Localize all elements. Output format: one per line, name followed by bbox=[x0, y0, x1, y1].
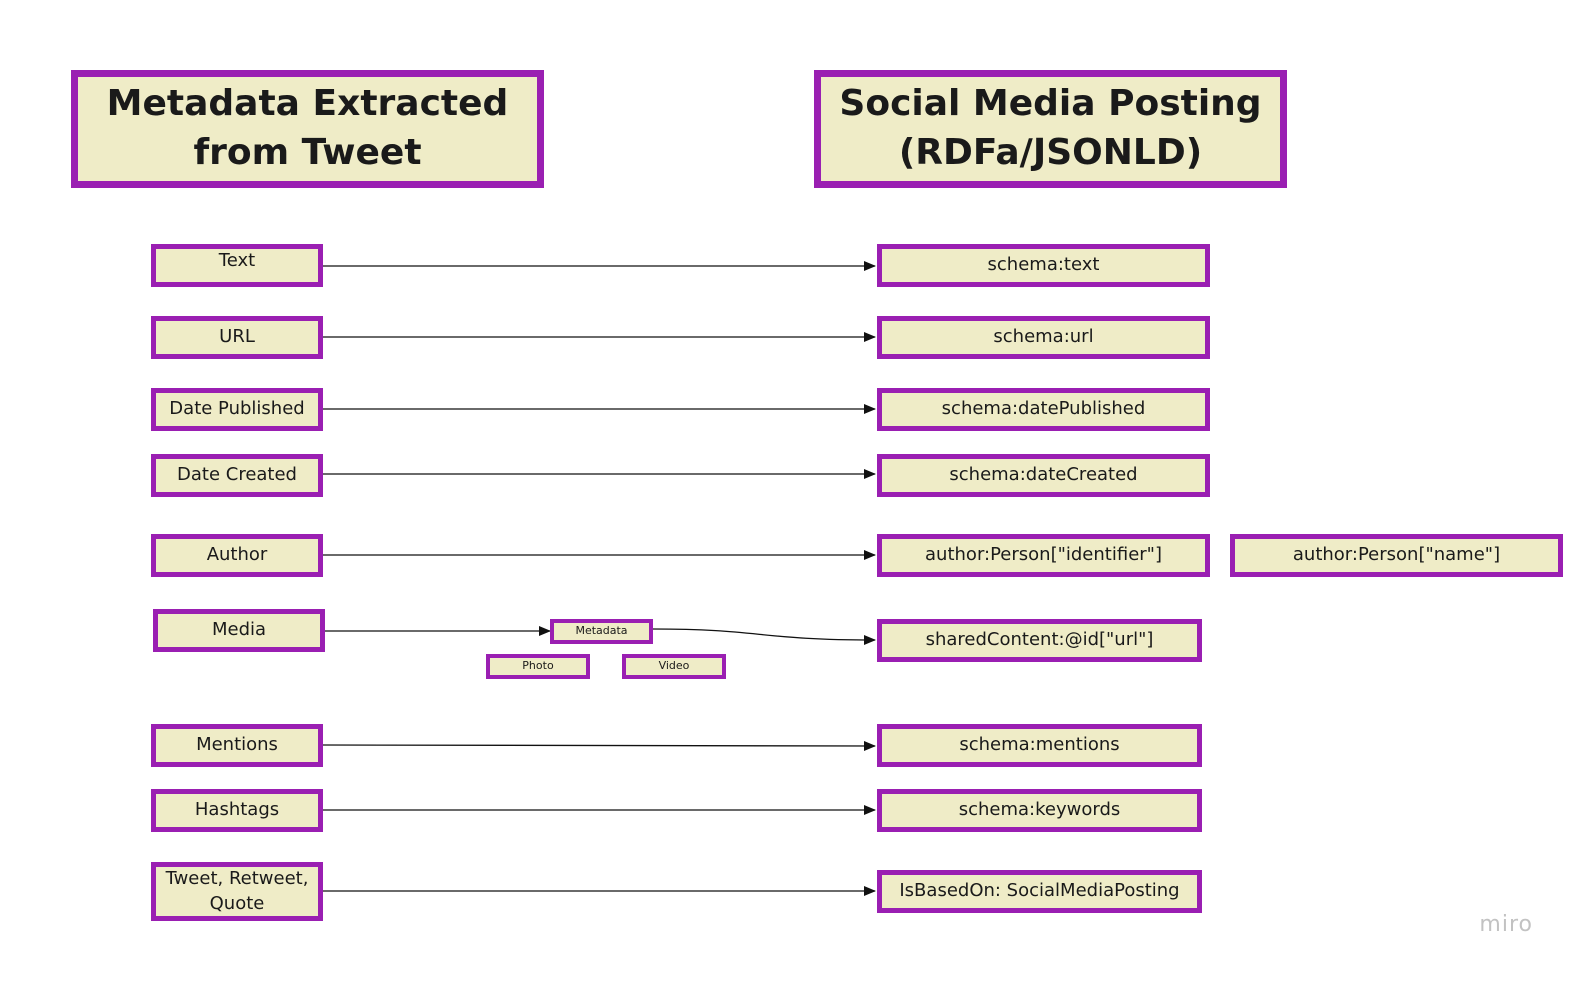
right-title[interactable]: Social Media Posting (RDFa/JSONLD) bbox=[814, 70, 1287, 188]
target-schema-text[interactable]: schema:text bbox=[877, 244, 1210, 287]
media-metadata-box[interactable]: Metadata bbox=[550, 619, 653, 644]
source-mentions[interactable]: Mentions bbox=[151, 724, 323, 767]
source-tweet-type[interactable]: Tweet, Retweet, Quote bbox=[151, 862, 323, 921]
miro-watermark: miro bbox=[1479, 912, 1533, 937]
source-url[interactable]: URL bbox=[151, 316, 323, 359]
source-hashtags[interactable]: Hashtags bbox=[151, 789, 323, 832]
media-photo-box[interactable]: Photo bbox=[486, 654, 590, 679]
target-schema-date-created[interactable]: schema:dateCreated bbox=[877, 454, 1210, 497]
target-is-based-on[interactable]: IsBasedOn: SocialMediaPosting bbox=[877, 870, 1202, 913]
source-text[interactable]: Text bbox=[151, 244, 323, 287]
source-date-created[interactable]: Date Created bbox=[151, 454, 323, 497]
target-schema-keywords[interactable]: schema:keywords bbox=[877, 789, 1202, 832]
target-author-identifier[interactable]: author:Person["identifier"] bbox=[877, 534, 1210, 577]
target-schema-date-published[interactable]: schema:datePublished bbox=[877, 388, 1210, 431]
target-schema-url[interactable]: schema:url bbox=[877, 316, 1210, 359]
media-video-box[interactable]: Video bbox=[622, 654, 726, 679]
left-title[interactable]: Metadata Extracted from Tweet bbox=[71, 70, 544, 188]
source-media[interactable]: Media bbox=[153, 609, 325, 652]
source-date-published[interactable]: Date Published bbox=[151, 388, 323, 431]
target-schema-mentions[interactable]: schema:mentions bbox=[877, 724, 1202, 767]
target-shared-content[interactable]: sharedContent:@id["url"] bbox=[877, 619, 1202, 662]
arrow-mentions bbox=[322, 740, 876, 751]
source-author[interactable]: Author bbox=[151, 534, 323, 577]
target-author-name[interactable]: author:Person["name"] bbox=[1230, 534, 1563, 577]
arrow-metadata-to-shared-content bbox=[652, 628, 876, 645]
